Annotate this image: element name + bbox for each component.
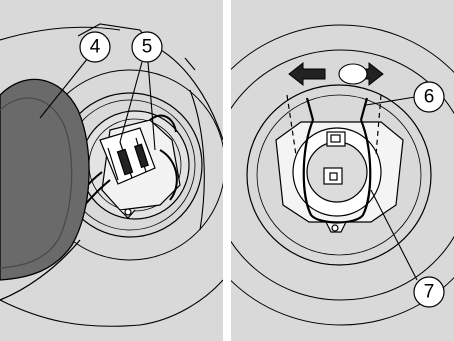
left-panel-remove-cover: 4 5	[0, 0, 223, 341]
callout-5: 5	[132, 32, 162, 62]
callout-6: 6	[414, 82, 444, 112]
callout-7-label: 7	[424, 282, 435, 303]
callout-7: 7	[414, 277, 444, 307]
spring-clip-tab	[339, 64, 367, 84]
callout-4-label: 4	[90, 37, 101, 58]
callout-4: 4	[80, 32, 110, 62]
callout-5-label: 5	[142, 37, 153, 58]
callout-6-label: 6	[424, 87, 435, 108]
right-panel-release-spring: 6 7	[231, 0, 454, 341]
